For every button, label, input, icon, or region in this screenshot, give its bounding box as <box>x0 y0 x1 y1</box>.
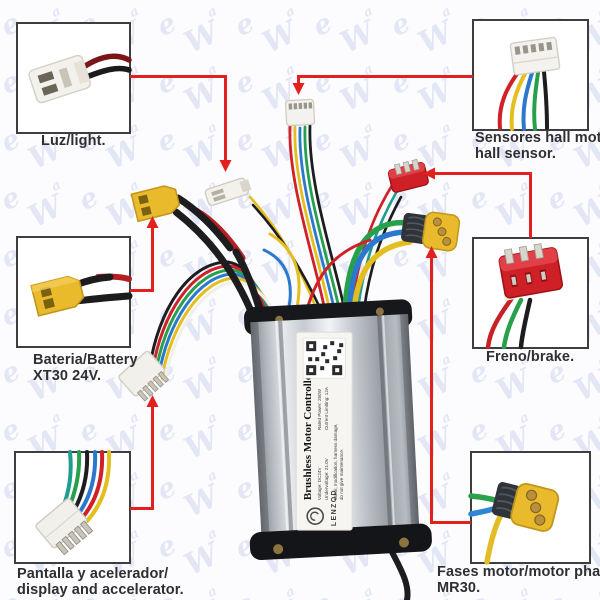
callout-line-phases <box>430 257 471 524</box>
caption-light: Luz/light. <box>41 133 106 149</box>
spec-voltage: Voltage: DC24V <box>317 467 322 501</box>
controller-bottom-cap <box>249 523 432 561</box>
arrow-light <box>219 160 232 172</box>
brand-name: LENZOD <box>331 489 338 526</box>
arrow-battery <box>146 216 159 228</box>
arrow-brake <box>423 167 435 180</box>
arrow-phases <box>425 246 438 258</box>
brake-sm-connector <box>387 158 429 193</box>
controller-body: LENZOD Brushless Motor Controller Voltag… <box>243 299 432 561</box>
caption-hall-line2: hall sensor. <box>475 146 556 162</box>
hall-connector-photo <box>497 36 561 131</box>
callout-line-light <box>130 75 227 161</box>
phases-connector-photo <box>468 482 560 565</box>
callout-line-display <box>130 406 154 510</box>
callout-lines <box>130 75 532 524</box>
mr30-motor-connector <box>400 211 461 252</box>
arrow-hall <box>292 83 305 95</box>
caption-display-line2: display and accelerator. <box>17 582 184 598</box>
display-jst-connector <box>118 350 170 402</box>
hall-wires <box>288 124 346 310</box>
arrow-display <box>146 395 159 407</box>
wiring-harness <box>148 124 413 600</box>
loose-black-wire <box>389 549 411 600</box>
label-title: Brushless Motor Controller <box>302 370 314 500</box>
caption-phases: Fases motor/motor phases MR30. <box>437 564 600 596</box>
caption-hall: Sensores hall motor/ hall sensor. <box>475 130 600 162</box>
caption-display-line1: Pantalla y acelerador/ <box>17 566 169 582</box>
caption-display: Pantalla y acelerador/ display and accel… <box>17 566 184 598</box>
spec-note-2: do not give maintenance. <box>339 449 344 500</box>
battery-connector-photo <box>30 273 133 317</box>
callout-arrowheads <box>146 83 438 407</box>
light-connector-photo <box>28 53 132 104</box>
stray-wires <box>262 232 372 315</box>
callout-line-battery <box>130 227 154 292</box>
mr30-rubber-boot <box>400 212 430 244</box>
display-connector-photo <box>35 450 112 556</box>
caption-phases-line2: MR30. <box>437 580 481 596</box>
spec-undervoltage: Undervoltage: 21.0V <box>324 457 329 500</box>
caption-brake: Freno/brake. <box>486 349 574 365</box>
spec-rated-power: Rated Power: 250W <box>317 388 322 430</box>
xt30-battery-connector <box>130 185 181 223</box>
caption-light-line1: Luz/light. <box>41 133 106 149</box>
light-bullet-connector <box>204 177 252 207</box>
caption-brake-line1: Freno/brake. <box>486 349 575 365</box>
spec-current-limit: Current Limiting: 12A <box>324 386 329 430</box>
caption-battery-line1: Bateria/Battery <box>33 352 138 368</box>
brand-logo-icon <box>306 507 324 525</box>
hall-jst-connector <box>284 98 316 127</box>
caption-battery-line2: XT30 24V. <box>33 368 102 384</box>
brake-connector-photo <box>485 243 564 350</box>
callout-line-brake <box>434 172 532 238</box>
controller-label: LENZOD Brushless Motor Controller Voltag… <box>295 331 353 531</box>
caption-phases-line1: Fases motor/motor phases <box>437 564 600 580</box>
callout-line-hall <box>297 75 473 84</box>
caption-hall-line1: Sensores hall motor/ <box>475 130 600 146</box>
caption-battery: Bateria/Battery XT30 24V. <box>33 352 138 384</box>
qr-code <box>302 337 346 379</box>
spec-note-1: Motor, modification, harness damage, <box>333 424 338 501</box>
